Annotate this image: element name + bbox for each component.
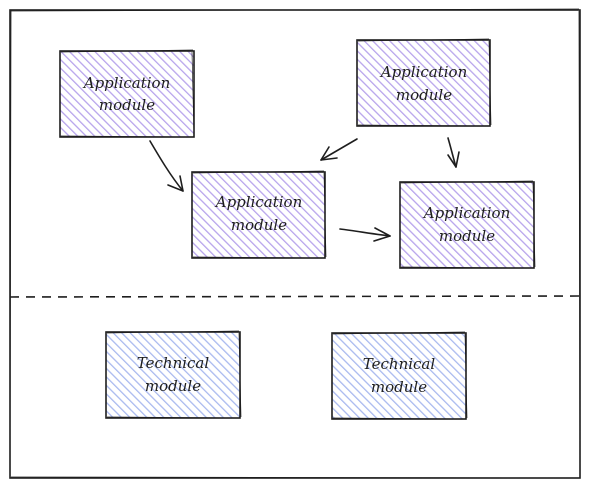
application-module-node: Application module <box>399 180 536 269</box>
technical-module-label: module <box>371 378 427 396</box>
layer-separator <box>9 295 581 298</box>
technical-module-node: Technical module <box>331 331 468 420</box>
technical-module-node: Technical module <box>105 330 242 419</box>
application-module-label: Application <box>379 63 468 81</box>
application-module-label: Application <box>422 204 511 222</box>
application-module-label: module <box>99 96 155 114</box>
application-module-label: module <box>231 216 287 234</box>
application-module-node: Application module <box>356 38 492 127</box>
application-module-label: Application <box>82 74 171 92</box>
technical-module-label: module <box>145 377 201 395</box>
dependency-arrow <box>339 227 391 242</box>
outer-frame-sketch <box>9 8 581 479</box>
dependency-arrow <box>320 138 358 161</box>
dependency-arrow <box>447 137 460 168</box>
application-module-label: module <box>396 86 452 104</box>
dependency-arrow <box>149 140 184 192</box>
application-module-node: Application module <box>191 170 327 259</box>
application-module-label: module <box>439 227 495 245</box>
technical-module-label: Technical <box>363 355 436 373</box>
technical-module-label: Technical <box>137 354 210 372</box>
application-module-node: Application module <box>59 49 195 138</box>
application-module-label: Application <box>214 193 303 211</box>
